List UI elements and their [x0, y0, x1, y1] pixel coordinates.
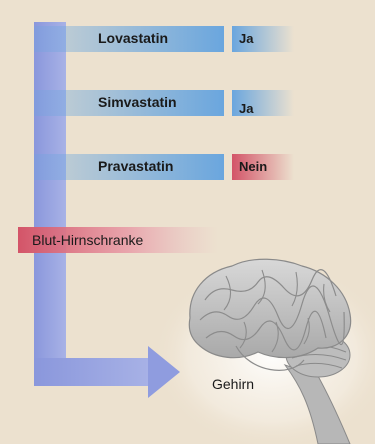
drug-label: Simvastatin [98, 94, 177, 110]
barrier-label: Blut-Hirnschranke [32, 232, 143, 248]
drug-row-simvastatin: Simvastatin Ja [34, 90, 294, 116]
blood-brain-barrier: Blut-Hirnschranke [18, 227, 218, 253]
crosses-barrier-value: Nein [239, 159, 267, 174]
crosses-barrier-value: Ja [239, 101, 254, 116]
drug-row-lovastatin: Lovastatin Ja [34, 26, 294, 52]
crosses-barrier-value: Ja [239, 31, 254, 46]
drug-label: Lovastatin [98, 30, 168, 46]
drug-row-pravastatin: Pravastatin Nein [34, 154, 294, 180]
brain-label: Gehirn [212, 376, 254, 392]
drug-label: Pravastatin [98, 158, 173, 174]
